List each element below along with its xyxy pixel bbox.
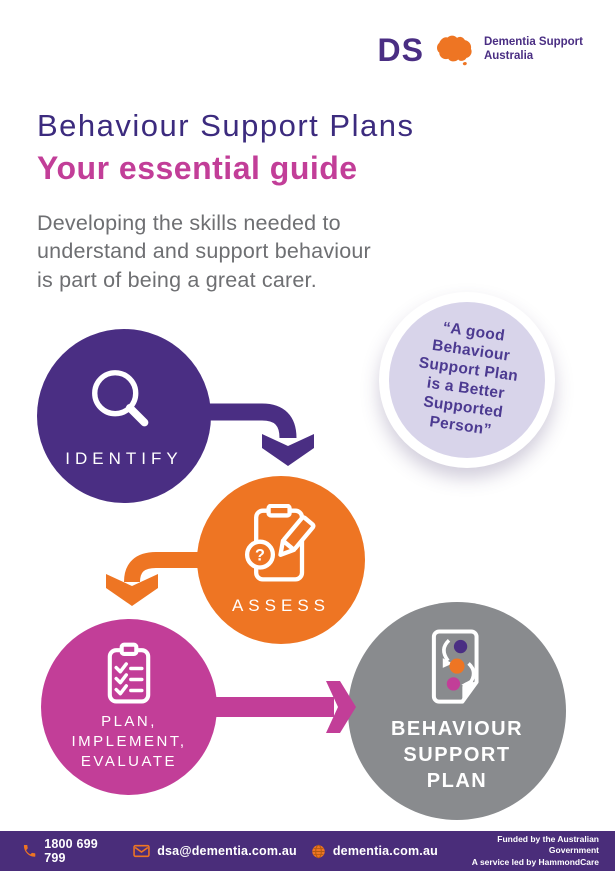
step-circle-identify: IDENTIFY bbox=[37, 329, 211, 503]
phone-icon bbox=[23, 844, 36, 857]
step-circle-plan: PLAN, IMPLEMENT, EVALUATE bbox=[41, 619, 217, 795]
step-label-identify: IDENTIFY bbox=[65, 449, 183, 468]
plan-document-cycle-icon bbox=[431, 629, 479, 704]
envelope-icon bbox=[133, 844, 150, 858]
quote-badge-inner: “A good Behaviour Support Plan is a Bett… bbox=[389, 302, 545, 458]
assessment-clipboard-pencil-icon: ? bbox=[244, 504, 316, 582]
step-label-assess: ASSESS bbox=[231, 596, 331, 615]
quote-text: “A good Behaviour Support Plan is a Bett… bbox=[410, 317, 525, 443]
step-circle-assess: ? ASSESS bbox=[197, 476, 365, 644]
intro-line: is part of being a great carer. bbox=[37, 267, 317, 292]
magnifier-icon bbox=[92, 370, 149, 427]
step-label-plan: PLAN, IMPLEMENT, EVALUATE bbox=[71, 712, 187, 771]
footer-website[interactable]: dementia.com.au bbox=[311, 844, 438, 859]
footer-bar: 1800 699 799 dsa@dementia.com.au dementi… bbox=[0, 831, 615, 871]
footer-funding-note: Funded by the Australian Government A se… bbox=[471, 833, 599, 867]
intro-line: Developing the skills needed to bbox=[37, 211, 341, 235]
intro-line: understand and support behaviour bbox=[37, 239, 371, 264]
logo-name-line2: Australia bbox=[483, 50, 534, 62]
svg-text:?: ? bbox=[255, 546, 265, 564]
checklist-clipboard-icon bbox=[107, 642, 151, 704]
page-subtitle: Your essential guide bbox=[37, 150, 358, 186]
step-circle-behaviour-support-plan: BEHAVIOUR SUPPORT PLAN bbox=[348, 602, 566, 820]
australia-map-icon bbox=[436, 35, 472, 66]
logo-ds-text: DS bbox=[377, 32, 424, 68]
quote-badge: “A good Behaviour Support Plan is a Bett… bbox=[379, 292, 555, 468]
logo-name: Dementia Support Australia bbox=[484, 36, 583, 64]
step-label-behaviour-support-plan: BEHAVIOUR SUPPORT PLAN bbox=[390, 718, 524, 792]
logo-name-line1: Dementia Support bbox=[483, 36, 583, 49]
dsa-logo: DS Dementia Support Australia bbox=[378, 33, 584, 67]
footer-email[interactable]: dsa@dementia.com.au bbox=[133, 844, 297, 858]
footer-phone[interactable]: 1800 699 799 bbox=[22, 837, 119, 865]
page-title: Behaviour Support Plans bbox=[37, 108, 415, 143]
globe-icon bbox=[312, 844, 325, 858]
intro-paragraph: Developing the skills needed to understa… bbox=[37, 209, 371, 294]
